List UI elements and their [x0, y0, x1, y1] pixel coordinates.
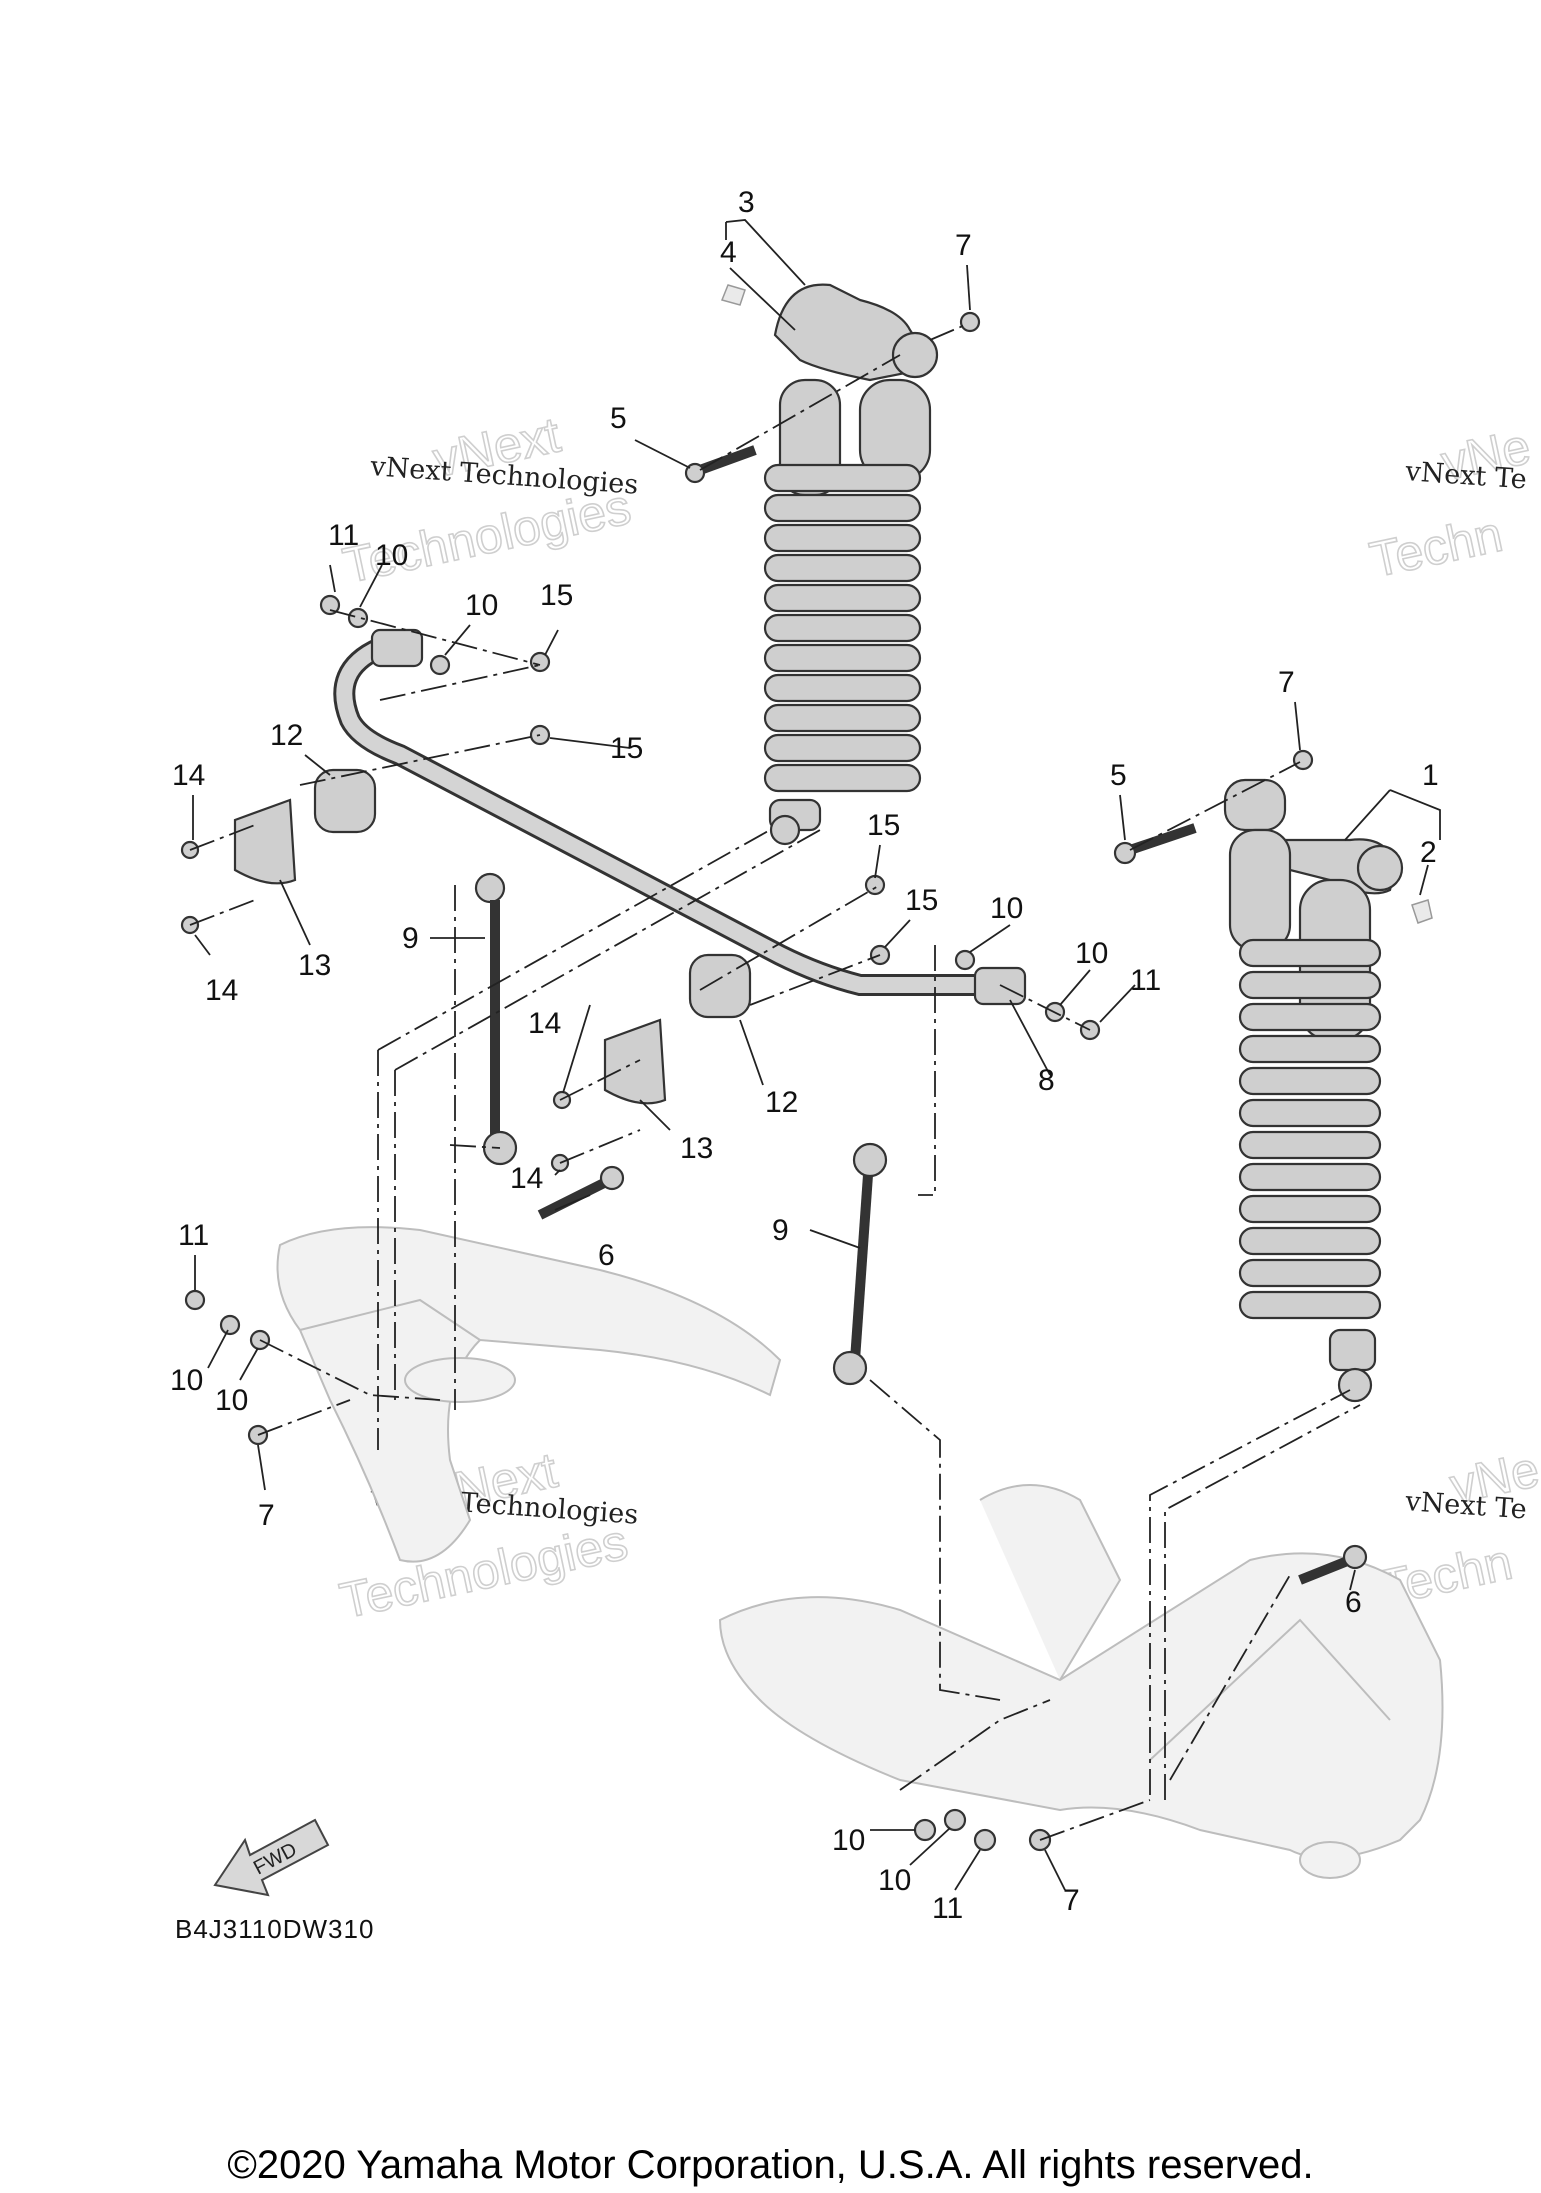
callout-2: 2 — [1420, 836, 1437, 869]
bushing-left — [313, 768, 377, 834]
stabilizer-link-left — [474, 872, 518, 1166]
shock-absorber-upper — [763, 283, 939, 846]
callout-11-left-lower: 11 — [178, 1219, 209, 1252]
callout-10-right-lower: 10 — [832, 1824, 865, 1857]
callout-10-right-lower-b: 10 — [878, 1864, 911, 1897]
callout-5-upper: 5 — [610, 402, 627, 435]
callout-10-upper-b: 10 — [465, 589, 498, 622]
right-lower-arm — [718, 1484, 1444, 1879]
callout-15-c: 15 — [867, 809, 900, 842]
callout-11-right-lower: 11 — [932, 1892, 963, 1925]
callout-6-right: 6 — [1345, 1586, 1362, 1619]
bolt-5-upper — [684, 445, 757, 484]
callout-7-right-upper: 7 — [1278, 666, 1295, 699]
callout-10-left-lower-a: 10 — [170, 1364, 203, 1397]
callout-7-upper: 7 — [955, 229, 972, 262]
callout-9-left: 9 — [402, 922, 419, 955]
callout-13-right: 13 — [680, 1132, 713, 1165]
callout-10-right-a: 10 — [990, 892, 1023, 925]
bushing-right — [688, 953, 752, 1019]
fwd-arrow: FWD — [213, 1818, 330, 1897]
callout-6-left: 6 — [598, 1239, 615, 1272]
callout-1: 1 — [1422, 759, 1439, 792]
callout-14-b: 14 — [205, 974, 238, 1007]
watermark-big-upper-right: vNe Techn — [1364, 417, 1536, 589]
callout-4: 4 — [720, 236, 737, 269]
diagram-code: B4J3110DW310 — [175, 1914, 374, 1944]
callout-14-d: 14 — [510, 1162, 543, 1195]
callout-11-upper: 11 — [328, 519, 359, 552]
svg-text:Techn: Techn — [1365, 506, 1507, 589]
callout-15-d: 15 — [905, 884, 938, 917]
callout-15-b: 15 — [610, 732, 643, 765]
callout-labels: 3 4 7 5 11 10 10 15 15 12 14 14 13 9 15 … — [170, 186, 1439, 1925]
callout-14-c: 14 — [528, 1007, 561, 1040]
callout-14-a: 14 — [172, 759, 205, 792]
assembly-lines — [189, 324, 1361, 1841]
callout-10-upper-a: 10 — [375, 539, 408, 572]
shock-absorber-right — [1223, 778, 1404, 1403]
bolt-5-right — [1113, 823, 1197, 865]
bolt-6-right — [1298, 1544, 1368, 1585]
bolt-6-left — [537, 1165, 625, 1220]
left-lower-arm — [276, 1226, 782, 1563]
shock-spring-right — [1238, 938, 1382, 1320]
callout-10-left-lower-b: 10 — [215, 1384, 248, 1417]
callout-12-left: 12 — [270, 719, 303, 752]
callout-11-right: 11 — [1130, 964, 1161, 997]
callout-7-left-lower: 7 — [258, 1499, 275, 1532]
callout-3: 3 — [738, 186, 755, 219]
callout-9-right: 9 — [772, 1214, 789, 1247]
callout-15-a: 15 — [540, 579, 573, 612]
copyright-notice: ©2020 Yamaha Motor Corporation, U.S.A. A… — [227, 2143, 1314, 2187]
callout-8: 8 — [1038, 1064, 1055, 1097]
svg-text:Technologies: Technologies — [335, 1514, 632, 1629]
callout-5-right: 5 — [1110, 759, 1127, 792]
bracket-left — [233, 798, 297, 885]
callout-10-right-b: 10 — [1075, 937, 1108, 970]
leader-lines — [192, 219, 1441, 1891]
shock-spring-upper — [763, 463, 922, 793]
callout-12-right: 12 — [765, 1086, 798, 1119]
stabilizer-link-right — [832, 1142, 888, 1386]
callout-7-right-lower: 7 — [1063, 1884, 1080, 1917]
callout-13-left: 13 — [298, 949, 331, 982]
